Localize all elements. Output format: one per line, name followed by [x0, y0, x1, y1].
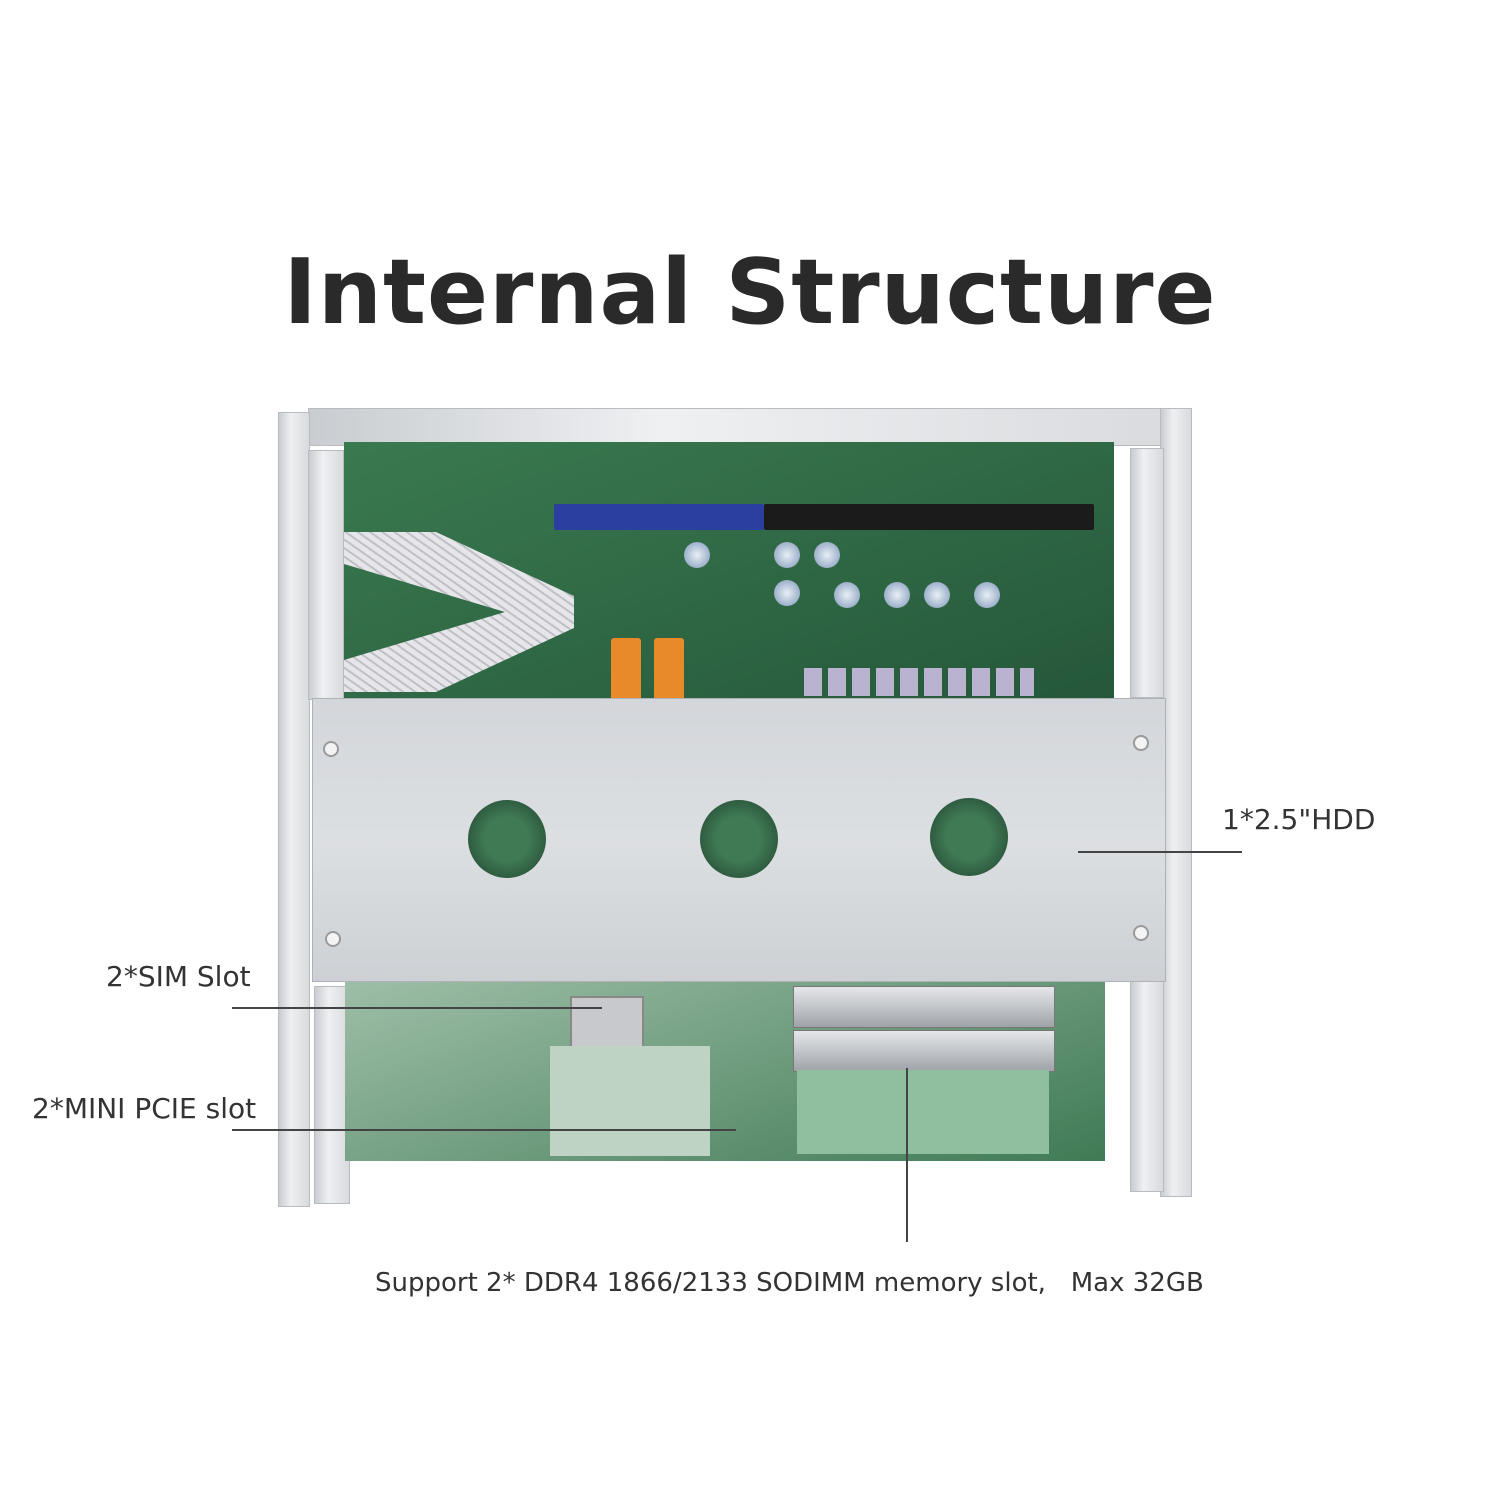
- capacitor: [834, 582, 860, 608]
- screw-icon: [1133, 925, 1149, 941]
- ribbon-cable: [344, 532, 574, 692]
- sata-connector: [611, 638, 641, 706]
- pcie-slot-black: [764, 504, 1094, 530]
- motherboard-lower: [345, 976, 1105, 1161]
- capacitor: [974, 582, 1000, 608]
- chassis-top-bar: [308, 408, 1190, 446]
- mini-pcie-card: [550, 1046, 710, 1156]
- plate-hole: [930, 798, 1008, 876]
- chassis-left-bracket: [308, 450, 344, 700]
- plate-hole: [700, 800, 778, 878]
- capacitor: [684, 542, 710, 568]
- pcie-slot-blue: [554, 504, 764, 530]
- callout-line-mini-pcie: [232, 1129, 736, 1131]
- callout-memory: Support 2* DDR4 1866/2133 SODIMM memory …: [375, 1268, 1204, 1298]
- chassis-left-bracket: [314, 986, 350, 1204]
- callout-line-hdd: [1078, 851, 1242, 853]
- capacitor: [774, 542, 800, 568]
- capacitor: [924, 582, 950, 608]
- sodimm-slot: [793, 986, 1055, 1028]
- screw-icon: [1133, 735, 1149, 751]
- capacitor: [884, 582, 910, 608]
- chassis-left-rail: [278, 412, 310, 1207]
- callout-line-memory: [906, 1068, 908, 1242]
- callout-mini-pcie: 2*MINI PCIE slot: [32, 1092, 257, 1125]
- chassis-right-bracket: [1130, 448, 1164, 698]
- inductor-row: [804, 668, 1034, 696]
- screw-icon: [323, 741, 339, 757]
- chassis-right-bracket: [1130, 978, 1164, 1192]
- hdd-bracket-plate: [312, 698, 1166, 982]
- motherboard-upper: [344, 442, 1114, 706]
- device-photo: [278, 408, 1192, 1207]
- capacitor: [774, 580, 800, 606]
- sodimm-slot: [793, 1030, 1055, 1072]
- plate-hole: [468, 800, 546, 878]
- callout-line-sim: [232, 1007, 602, 1009]
- capacitor: [814, 542, 840, 568]
- callout-sim: 2*SIM Slot: [106, 960, 251, 993]
- page-title: Internal Structure: [283, 240, 1217, 345]
- screw-icon: [325, 931, 341, 947]
- memory-module: [797, 1070, 1049, 1154]
- sata-connector: [654, 638, 684, 706]
- callout-hdd: 1*2.5"HDD: [1222, 803, 1376, 836]
